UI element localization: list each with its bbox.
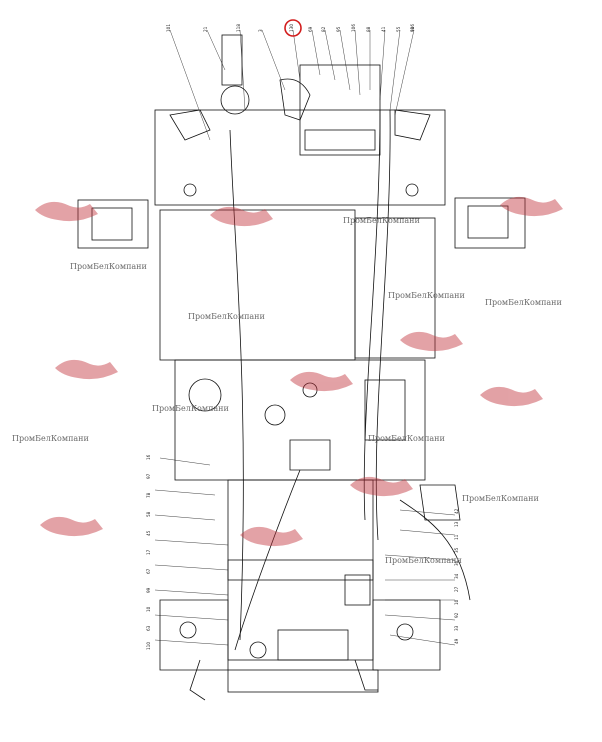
callout-label: 101 bbox=[166, 24, 171, 32]
callout-label: 118 bbox=[236, 24, 241, 32]
callout-label: 99 bbox=[146, 587, 151, 593]
callout-label: 92 bbox=[454, 612, 459, 618]
callout-label: 35 bbox=[454, 547, 459, 553]
callout-label: 69 bbox=[308, 26, 313, 32]
watermark-text: ПромБелКомпани bbox=[485, 298, 562, 307]
engine-drawing bbox=[77, 34, 526, 701]
callout-label: 49 bbox=[454, 638, 459, 644]
watermark-text: ПромБелКомпани bbox=[188, 312, 265, 321]
callout-label: 34 bbox=[454, 573, 459, 579]
callout-label: 130 bbox=[289, 24, 294, 32]
callout-label: 97 bbox=[146, 473, 151, 479]
callout-label: 21 bbox=[203, 26, 208, 32]
watermark-text: ПромБелКомпани bbox=[343, 216, 420, 225]
callout-label: 58 bbox=[146, 511, 151, 517]
callout-label: 16 bbox=[146, 454, 151, 460]
watermark-text: ПромБелКомпани bbox=[462, 494, 539, 503]
callout-label: 17 bbox=[146, 549, 151, 555]
watermark-text: ПромБелКомпани bbox=[70, 262, 147, 271]
right-callouts: 42 13 11 35 36 34 27 10 92 33 49 bbox=[454, 508, 459, 644]
callout-label: 88 bbox=[366, 26, 371, 32]
callout-label: 10 bbox=[146, 606, 151, 612]
callout-label: 63 bbox=[146, 625, 151, 631]
callout-label: 3 bbox=[258, 29, 263, 32]
callout-label: 82 bbox=[321, 26, 326, 32]
callout-label: 116 bbox=[410, 24, 415, 32]
callout-label: 98 bbox=[410, 26, 415, 32]
callout-label: 10 bbox=[454, 599, 459, 605]
callout-label: 11 bbox=[454, 534, 459, 540]
left-callouts: 16 97 78 58 45 17 67 99 10 63 110 bbox=[146, 454, 151, 650]
callout-label: 33 bbox=[454, 625, 459, 631]
callout-label: 106 bbox=[351, 24, 356, 32]
callout-label: 78 bbox=[146, 492, 151, 498]
callout-label: 55 bbox=[396, 26, 401, 32]
watermark-text: ПромБелКомпани bbox=[152, 404, 229, 413]
callout-label: 27 bbox=[454, 586, 459, 592]
watermark-text: ПромБелКомпани bbox=[12, 434, 89, 443]
watermark-text: ПромБелКомпани bbox=[385, 556, 462, 565]
watermark-text: ПромБелКомпани bbox=[368, 434, 445, 443]
callout-label: 36 bbox=[454, 560, 459, 566]
callout-label: 41 bbox=[381, 26, 386, 32]
callout-label: 110 bbox=[146, 642, 151, 650]
watermark-text: ПромБелКомпани bbox=[388, 291, 465, 300]
highlight-circle bbox=[284, 19, 302, 37]
leader-lines bbox=[154, 29, 456, 646]
callout-label: 13 bbox=[454, 521, 459, 527]
callout-label: 95 bbox=[336, 26, 341, 32]
callout-label: 45 bbox=[146, 530, 151, 536]
watermark-logo bbox=[35, 196, 563, 547]
callout-label: 42 bbox=[454, 508, 459, 514]
callout-label: 67 bbox=[146, 568, 151, 574]
